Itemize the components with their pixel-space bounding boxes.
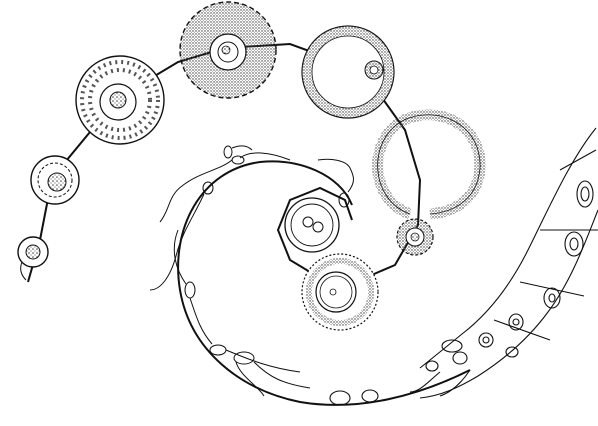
preantral-follicle: [180, 2, 276, 98]
fertilized-zygote: [302, 254, 378, 330]
antral-follicle: [302, 26, 394, 118]
primordial-follicle: [18, 237, 48, 280]
ovulated-oocyte: [397, 219, 433, 255]
primary-follicle: [31, 156, 79, 204]
secondary-follicle: [76, 56, 164, 144]
two-cell-embryo: [285, 198, 339, 252]
oviduct-epithelium: [330, 128, 598, 405]
mature-follicle: [378, 115, 480, 214]
